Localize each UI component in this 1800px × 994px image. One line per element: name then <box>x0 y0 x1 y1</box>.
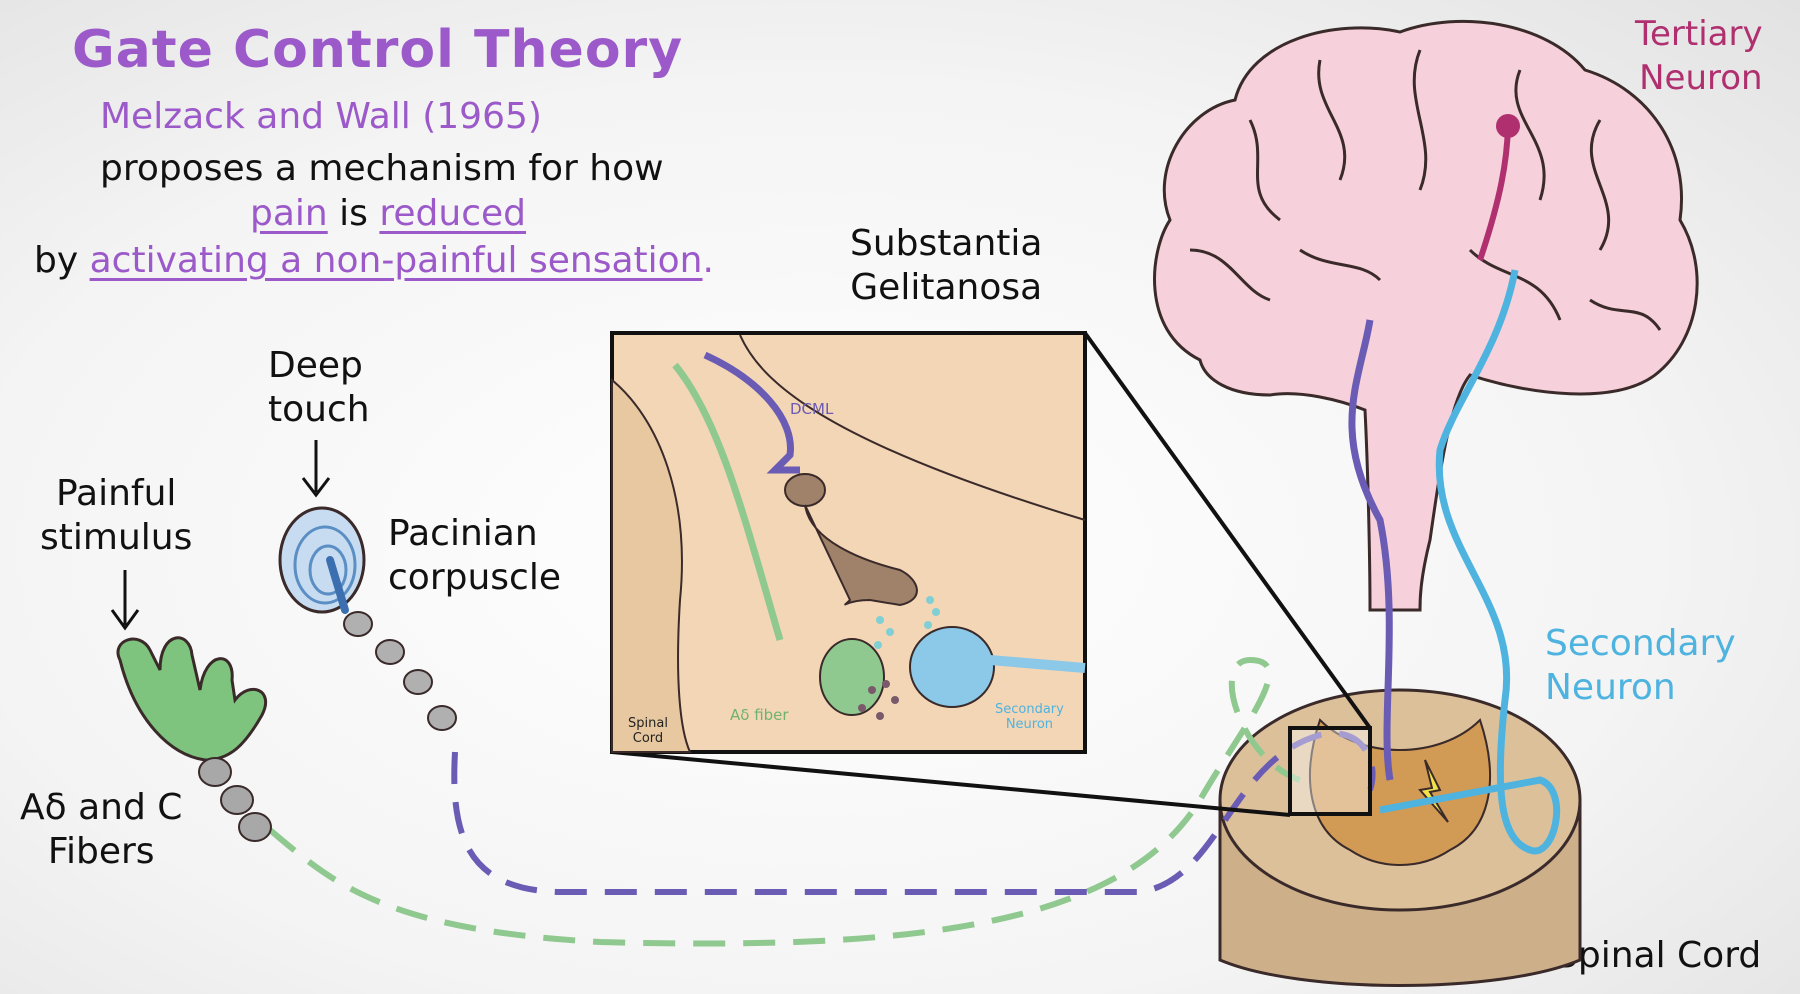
description-line-3: by activating a non-painful sensation. <box>34 240 714 281</box>
spinal-cord-label: Spinal Cord <box>1555 935 1762 976</box>
is-text: is <box>327 193 380 234</box>
inset-a-delta-fiber <box>672 362 784 641</box>
pain-highlight: pain <box>250 193 328 234</box>
touch-fiber-myelin <box>343 611 457 731</box>
deep-touch-line1: Deep <box>268 345 363 386</box>
inset-secondary-label: Secondary Neuron <box>995 702 1064 732</box>
spinal-zoom-box <box>1288 726 1372 816</box>
deep-touch-label: Deep touch <box>268 344 370 432</box>
inset-fiber-label: Aδ fiber <box>730 706 789 724</box>
inset-spinal-line2: Cord <box>632 731 664 746</box>
secondary-line1: Secondary <box>1545 623 1736 664</box>
pain-bolt-icon <box>1418 759 1449 823</box>
inset-dcml-fiber <box>703 351 800 474</box>
tertiary-neuron-soma <box>1496 114 1520 138</box>
fibers-label: Aδ and C Fibers <box>20 786 182 874</box>
page-title: Gate Control Theory <box>72 20 684 80</box>
brain-folds <box>1189 49 1662 331</box>
tertiary-line1: Tertiary <box>1635 14 1763 54</box>
authors-citation: Melzack and Wall (1965) <box>100 96 542 137</box>
purple-dashed-fiber <box>451 730 1376 895</box>
painful-line1: Painful <box>55 473 177 514</box>
spinal-grey-matter <box>1309 718 1491 866</box>
spinal-cord <box>1218 688 1582 987</box>
pacinian-line2: corpuscle <box>388 557 561 598</box>
painful-line2: stimulus <box>40 517 193 558</box>
fibers-line1: Aδ and C <box>20 787 183 828</box>
inset-dcml-label: DCML <box>790 400 834 418</box>
pacinian-corpuscle-icon <box>278 506 366 614</box>
painful-arrow-icon <box>110 570 140 631</box>
by-text: by <box>34 240 90 281</box>
inset-spinal-label: Spinal Cord <box>628 716 668 746</box>
inset-neurotransmitters <box>858 680 899 720</box>
inset-vesicles <box>874 596 940 649</box>
painful-stimulus-label: Painful stimulus <box>40 472 192 560</box>
secondary-neuron-label: Secondary Neuron <box>1545 622 1736 710</box>
period-text: . <box>702 240 714 281</box>
down-arrows <box>110 440 331 631</box>
brain <box>1153 19 1699 612</box>
substantia-label-line1: Substantia <box>850 223 1043 264</box>
substantia-inset <box>610 331 1087 754</box>
inset-secondary-neuron <box>909 626 995 708</box>
secondary-line2: Neuron <box>1545 667 1676 708</box>
tertiary-line2: Neuron <box>1639 58 1763 98</box>
inset-secondary-line2: Neuron <box>1005 717 1054 732</box>
zoom-lines <box>611 331 1372 817</box>
green-dashed-fiber <box>268 656 1302 947</box>
pacinian-line1: Pacinian <box>388 513 538 554</box>
fibers-line2: Fibers <box>47 831 155 872</box>
description-line-2: pain is reduced <box>250 193 526 234</box>
dcml-ascending-fiber <box>1348 319 1394 781</box>
deep-touch-arrow-icon <box>301 440 331 498</box>
description-line-1: proposes a mechanism for how <box>100 148 664 189</box>
secondary-neuron-fiber <box>1379 269 1561 855</box>
deep-touch-line2: touch <box>268 389 370 430</box>
inset-interneuron <box>784 473 826 507</box>
substantia-label: Substantia Gelitanosa <box>850 222 1042 310</box>
inset-spinal-line1: Spinal <box>628 716 668 731</box>
tertiary-neuron-label: Tertiary Neuron <box>1635 12 1763 100</box>
reduced-highlight: reduced <box>379 193 527 234</box>
pain-receptor-hand-icon <box>116 636 268 762</box>
pain-fiber-myelin <box>198 757 272 842</box>
pacinian-corpuscle-label: Pacinian corpuscle <box>388 512 561 600</box>
activating-highlight: activating a non-painful sensation <box>89 240 703 281</box>
inset-secondary-line1: Secondary <box>995 702 1064 717</box>
substantia-label-line2: Gelitanosa <box>850 267 1043 308</box>
brain-outline <box>1153 19 1699 612</box>
inset-a-delta-terminal <box>819 638 885 716</box>
